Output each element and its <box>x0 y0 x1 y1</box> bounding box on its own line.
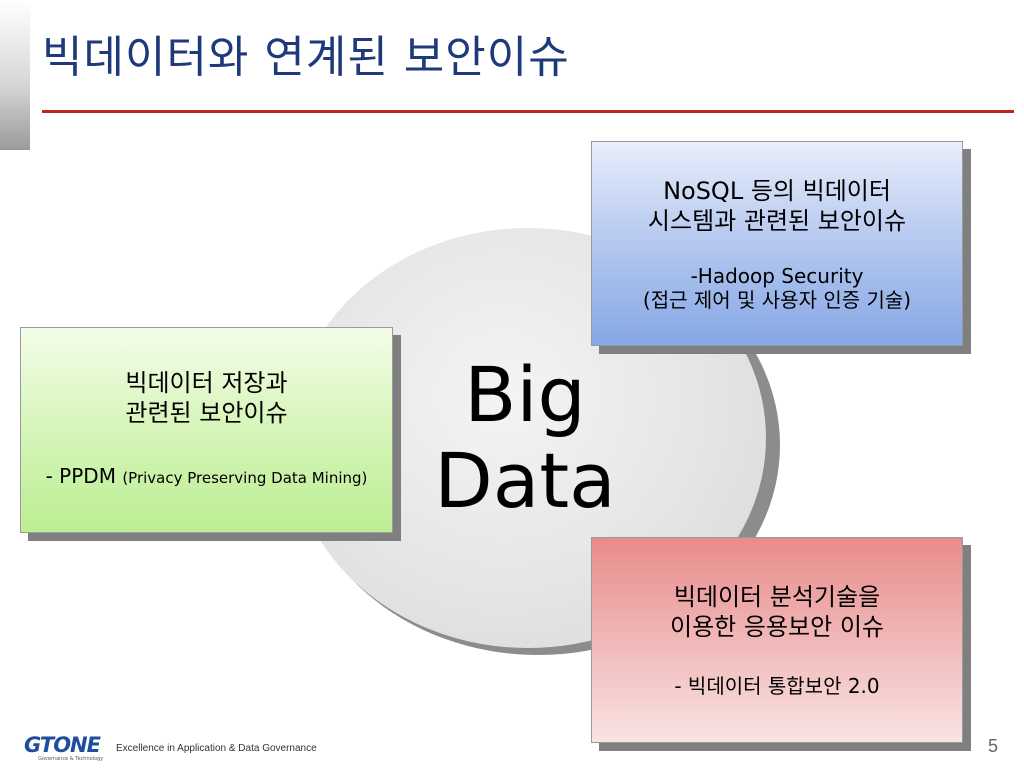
page-number: 5 <box>988 736 999 756</box>
box-detail: - PPDM (Privacy Preserving Data Mining) <box>21 464 392 490</box>
logo-wordmark: GTONE <box>24 733 101 757</box>
box-heading-line2: 관련된 보안이슈 <box>125 399 288 427</box>
box-heading-line2: 이용한 응용보안 이슈 <box>670 613 884 641</box>
center-label-line2: Data <box>434 436 616 525</box>
box-detail-small: (Privacy Preserving Data Mining) <box>122 469 368 487</box>
slide-title: 빅데이터와 연계된 보안이슈 <box>42 32 570 83</box>
box-nosql-security: NoSQL 등의 빅데이터 시스템과 관련된 보안이슈 -Hadoop Secu… <box>591 141 963 346</box>
box-detail-line1: -Hadoop Security <box>690 264 864 288</box>
box-heading-line2: 시스템과 관련된 보안이슈 <box>647 207 907 235</box>
center-label: Big Data <box>420 352 630 524</box>
box-detail-line1: - 빅데이터 통합보안 2.0 <box>674 674 880 698</box>
box-heading-line1: 빅데이터 저장과 <box>125 369 288 397</box>
box-storage-security: 빅데이터 저장과 관련된 보안이슈 - PPDM (Privacy Preser… <box>20 327 393 533</box>
logo-tagline: Governance & Technology <box>38 756 104 762</box>
box-heading: NoSQL 등의 빅데이터 시스템과 관련된 보안이슈 <box>592 176 962 236</box>
box-heading-line1: 빅데이터 분석기술을 <box>673 583 881 611</box>
box-heading-line1: NoSQL 등의 빅데이터 <box>663 177 891 205</box>
box-detail-line2: (접근 제어 및 사용자 인증 기술) <box>642 288 912 312</box>
center-label-line1: Big <box>464 350 586 439</box>
title-divider <box>42 110 1014 113</box>
box-detail-main: - PPDM <box>45 464 116 488</box>
footer-tagline: Excellence in Application & Data Governa… <box>116 743 317 754</box>
box-heading: 빅데이터 분석기술을 이용한 응용보안 이슈 <box>592 582 962 642</box>
box-heading: 빅데이터 저장과 관련된 보안이슈 <box>21 368 392 428</box>
gtone-logo: GTONE Governance & Technology <box>24 734 106 763</box>
left-accent-strip <box>0 0 30 150</box>
box-analysis-security: 빅데이터 분석기술을 이용한 응용보안 이슈 - 빅데이터 통합보안 2.0 <box>591 537 963 743</box>
